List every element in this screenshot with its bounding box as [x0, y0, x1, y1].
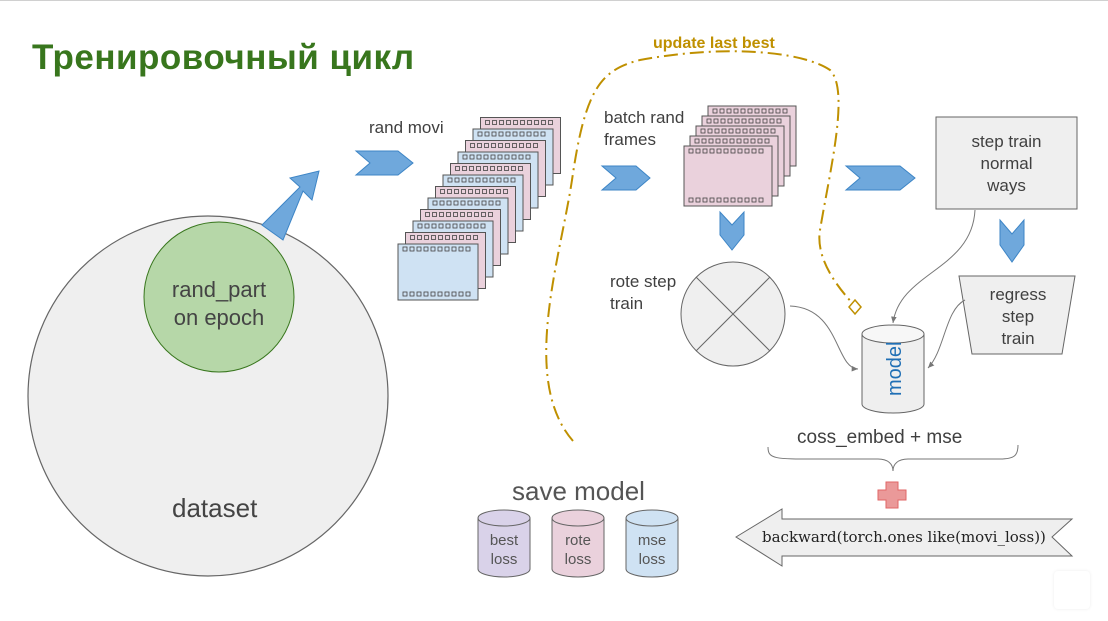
- batch-rand-frames-label: batch rand frames: [604, 107, 684, 151]
- loss-formula-label: coss_embed + mse: [797, 427, 963, 448]
- save-cylinder: [551, 509, 605, 578]
- dataset-circle: [27, 215, 389, 577]
- loop-diamond-head: [848, 298, 862, 316]
- regress-trapezoid: [958, 275, 1076, 355]
- movie-frame-stack: [397, 117, 561, 301]
- model-cylinder: [861, 324, 925, 414]
- regress-line-1: regress: [989, 285, 1047, 304]
- connector-rote-to-model: [789, 305, 859, 372]
- save-cylinder-label: mse loss: [626, 531, 678, 569]
- save-cylinder-label-line-1: best: [489, 532, 519, 549]
- save-cylinder-label-line-1: mse: [637, 532, 667, 549]
- dataset-label: dataset: [172, 493, 258, 523]
- corner-logo: [1054, 571, 1090, 609]
- flow-arrow-down-to-regress: [999, 218, 1025, 263]
- rand-part-line-1: rand_part: [171, 277, 267, 302]
- top-divider: [0, 0, 1108, 1]
- batch-rand-line-2: frames: [604, 130, 656, 149]
- update-loop-arrow: [545, 50, 856, 442]
- diagonal-flow-arrow: [261, 170, 320, 241]
- connector-step-to-model: [891, 209, 976, 324]
- save-cylinder-label-line-2: loss: [564, 551, 592, 568]
- save-model-label: save model: [512, 476, 645, 506]
- rand-movi-label: rand movi: [369, 118, 444, 137]
- backward-arrow: [735, 508, 1074, 567]
- step-train-line-3: ways: [987, 176, 1026, 195]
- step-train-line-1: step train: [971, 132, 1042, 151]
- model-label: model: [884, 341, 906, 396]
- page-title: Тренировочный цикл: [32, 38, 415, 77]
- rote-step-line-1: rote step: [610, 272, 677, 291]
- flow-arrow-down-to-rote: [719, 210, 745, 251]
- save-cylinders: [477, 509, 679, 578]
- rand-part-line-2: on epoch: [173, 305, 265, 330]
- batch-frame-stack: [683, 105, 797, 207]
- save-cylinder-label: rote loss: [552, 531, 604, 569]
- save-cylinder-label-line-2: loss: [638, 551, 666, 568]
- batch-rand-line-1: batch rand: [604, 108, 685, 127]
- x-circle-icon: [680, 261, 786, 367]
- flow-arrow-to-frames: [600, 165, 651, 191]
- plus-icon: [877, 481, 907, 509]
- step-train-box: [935, 116, 1078, 210]
- backward-label: backward(torch.ones like(movi_loss)): [762, 528, 1046, 546]
- update-last-best-label: update last best: [653, 35, 775, 52]
- rote-step-train-label: rote step train: [610, 271, 676, 315]
- save-cylinder-label-line-2: loss: [490, 551, 518, 568]
- save-cylinder: [625, 509, 679, 578]
- regress-step-train-label: regress step train: [965, 284, 1071, 350]
- rand-part-label: rand_part on epoch: [144, 276, 294, 332]
- save-cylinder: [477, 509, 531, 578]
- movie-frame: [397, 243, 479, 301]
- save-cylinder-label: best loss: [478, 531, 530, 569]
- rand-part-circle: [143, 221, 295, 373]
- regress-line-3: train: [1001, 329, 1035, 348]
- flow-arrow-to-movies: [354, 150, 414, 176]
- step-train-label: step train normal ways: [936, 131, 1077, 197]
- step-train-line-2: normal: [980, 154, 1033, 173]
- save-cylinder-label-line-1: rote: [565, 532, 591, 549]
- flow-arrow-to-step-train: [844, 165, 916, 191]
- regress-line-2: step: [1001, 307, 1035, 326]
- loss-brace: [767, 444, 1019, 472]
- rote-step-line-2: train: [610, 294, 644, 313]
- connector-regress-to-model: [927, 299, 966, 369]
- batch-frame: [683, 145, 773, 207]
